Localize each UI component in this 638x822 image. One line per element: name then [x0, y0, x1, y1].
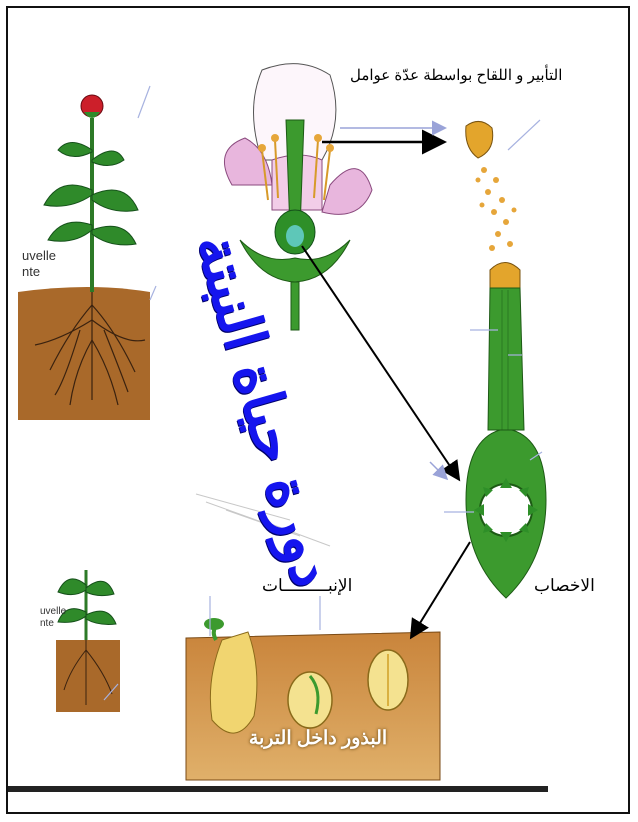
seeds-soil-illustration	[186, 596, 440, 780]
label-seeds-in-soil: البذور داخل التربة	[249, 727, 387, 750]
label-pollination: التأبير و اللقاح بواسطة عدّة عوامل	[350, 66, 562, 84]
pistil-ovary-illustration	[444, 263, 546, 599]
stigma-pollen-illustration	[466, 120, 540, 251]
label-fertilization: الاخصاب	[534, 576, 595, 596]
label-new-plant-bottom: uvelle nte	[40, 606, 66, 630]
bottom-band	[8, 786, 548, 792]
seedling-illustration	[56, 570, 120, 712]
label-new-plant-top: uvelle nte	[22, 248, 56, 280]
